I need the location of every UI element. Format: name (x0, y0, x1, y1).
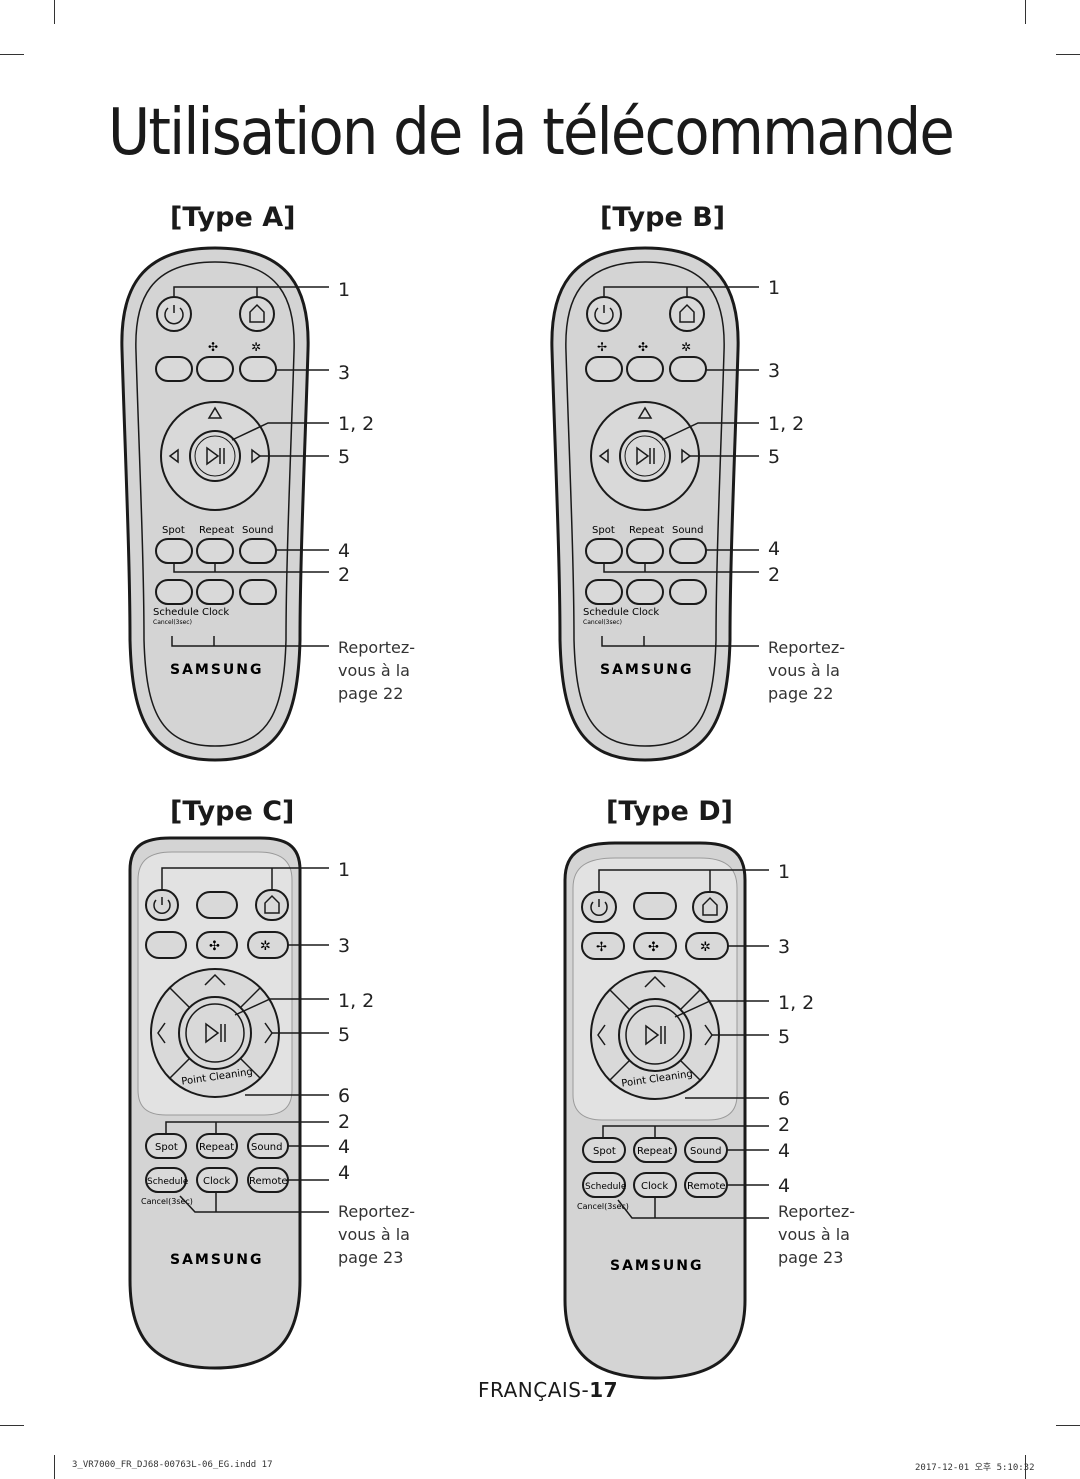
svg-text:Spot: Spot (162, 525, 185, 536)
callout-5: 5 (778, 1026, 791, 1048)
svg-text:Sound: Sound (242, 525, 274, 536)
callout-1: 1 (338, 859, 351, 881)
svg-text:Repeat: Repeat (199, 525, 234, 536)
type-d-label: [Type D] (606, 796, 733, 827)
type-b-label: [Type B] (600, 202, 726, 233)
svg-text:Clock: Clock (641, 1181, 668, 1192)
crop-mark (54, 1455, 55, 1479)
svg-text:✣: ✣ (648, 940, 659, 955)
svg-text:Schedule: Schedule (583, 607, 629, 618)
svg-text:Remote: Remote (249, 1176, 288, 1187)
callout-5: 5 (768, 446, 781, 468)
crop-mark (1056, 54, 1080, 55)
svg-text:Point Cleaning: Point Cleaning (181, 1067, 254, 1088)
svg-text:Clock: Clock (202, 607, 229, 618)
svg-text:Clock: Clock (632, 607, 659, 618)
callout-4: 4 (778, 1140, 791, 1162)
crop-mark (1025, 0, 1026, 24)
svg-text:Remote: Remote (687, 1181, 726, 1192)
type-c-label: [Type C] (170, 796, 295, 827)
svg-text:Spot: Spot (155, 1142, 178, 1153)
callout-2: 2 (338, 1111, 351, 1133)
page-title: Utilisation de la télécommande (108, 96, 955, 170)
callout-6: 6 (778, 1088, 791, 1110)
svg-text:✲: ✲ (260, 939, 271, 954)
svg-text:Clock: Clock (203, 1176, 230, 1187)
svg-text:✣: ✣ (209, 939, 220, 954)
crop-mark (54, 0, 55, 24)
callout-4: 4 (338, 540, 351, 562)
callout-5: 5 (338, 1024, 351, 1046)
svg-text:Repeat: Repeat (637, 1146, 672, 1157)
svg-text:Schedule: Schedule (585, 1182, 627, 1192)
callout-4: 4 (338, 1136, 351, 1158)
type-a-label: [Type A] (170, 202, 296, 233)
svg-text:✲: ✲ (251, 340, 261, 354)
callout-6: 6 (338, 1085, 351, 1107)
svg-text:SAMSUNG: SAMSUNG (170, 1252, 264, 1268)
svg-text:✢: ✢ (596, 940, 607, 955)
svg-text:✲: ✲ (681, 340, 691, 354)
svg-text:Cancel(3sec): Cancel(3sec) (577, 1202, 629, 1211)
file-info: 3_VR7000_FR_DJ68-00763L-06_EG.indd 17 (72, 1460, 273, 1470)
callout-3: 3 (768, 360, 781, 382)
svg-text:Sound: Sound (690, 1146, 722, 1157)
callout-3: 3 (338, 935, 351, 957)
svg-text:✢: ✢ (597, 340, 607, 354)
svg-text:SAMSUNG: SAMSUNG (170, 662, 264, 678)
callout-2: 2 (778, 1114, 791, 1136)
crop-mark (0, 54, 24, 55)
svg-text:Sound: Sound (251, 1142, 283, 1153)
callout-1: 1 (338, 279, 351, 301)
svg-text:Sound: Sound (672, 525, 704, 536)
crop-mark (0, 1425, 24, 1426)
crop-mark (1025, 1455, 1026, 1479)
callout-4: 4 (768, 538, 781, 560)
svg-text:SAMSUNG: SAMSUNG (600, 662, 694, 678)
svg-text:Repeat: Repeat (629, 525, 664, 536)
callout-1-2: 1, 2 (778, 992, 815, 1014)
callout-5: 5 (338, 446, 351, 468)
svg-text:Repeat: Repeat (199, 1142, 234, 1153)
callout-1: 1 (778, 861, 791, 883)
svg-text:✣: ✣ (208, 340, 218, 354)
svg-text:✣: ✣ (638, 340, 648, 354)
callout-1-2: 1, 2 (338, 990, 375, 1012)
callout-3: 3 (338, 362, 351, 384)
callout-4: 4 (338, 1162, 351, 1184)
svg-text:✲: ✲ (700, 940, 711, 955)
page-footer: FRANÇAIS-17 (478, 1378, 619, 1402)
svg-text:Schedule: Schedule (147, 1177, 189, 1187)
crop-mark (1056, 1425, 1080, 1426)
svg-text:Schedule: Schedule (153, 607, 199, 618)
callout-2: 2 (338, 564, 351, 586)
callout-1-2: 1, 2 (338, 413, 375, 435)
svg-text:Cancel(3sec): Cancel(3sec) (153, 619, 192, 626)
callout-3: 3 (778, 936, 791, 958)
svg-text:Cancel(3sec): Cancel(3sec) (583, 619, 622, 626)
svg-text:Spot: Spot (593, 1146, 616, 1157)
date-info: 2017-12-01 오후 5:10:32 (915, 1463, 1035, 1473)
svg-text:SAMSUNG: SAMSUNG (610, 1258, 704, 1274)
callout-1: 1 (768, 277, 781, 299)
svg-text:Cancel(3sec): Cancel(3sec) (141, 1197, 193, 1206)
callout-4: 4 (778, 1175, 791, 1197)
svg-text:Point Cleaning: Point Cleaning (621, 1069, 694, 1090)
callout-2: 2 (768, 564, 781, 586)
callout-1-2: 1, 2 (768, 413, 805, 435)
svg-text:Spot: Spot (592, 525, 615, 536)
